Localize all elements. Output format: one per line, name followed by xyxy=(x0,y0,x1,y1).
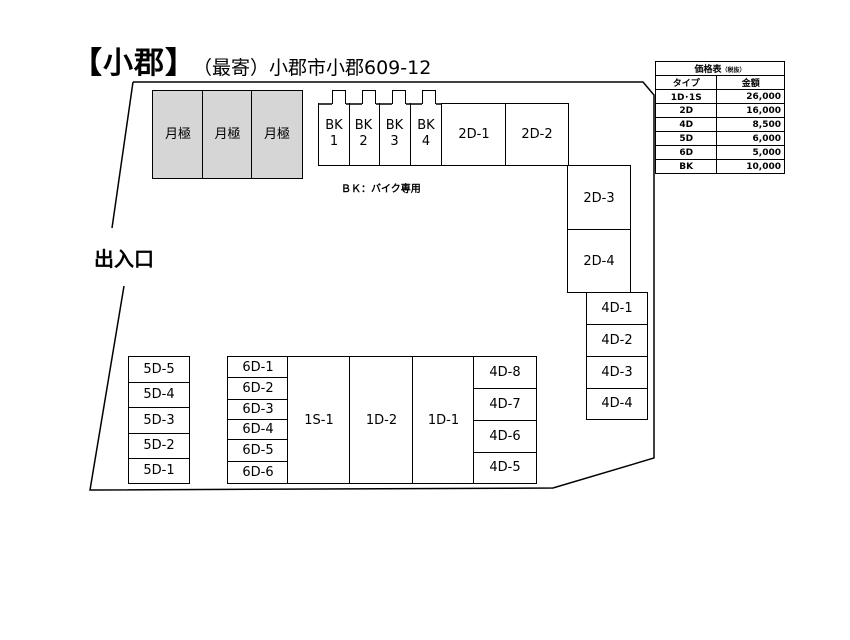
unit-5d-5: 5D-5 xyxy=(129,357,189,383)
unit-1d-2: 1D-2 xyxy=(349,356,414,484)
entrance-label: 出入口 xyxy=(94,247,154,271)
unit-4d-2: 4D-2 xyxy=(587,325,647,357)
price-table: 価格表（税抜） タイプ 金額 1D･1S 26,000 2D 16,000 4D… xyxy=(654,61,785,174)
unit-5d-2: 5D-2 xyxy=(129,434,189,459)
unit-4d-8: 4D-8 xyxy=(474,357,536,389)
bike-notch xyxy=(362,90,376,104)
unit-5d-1: 5D-1 xyxy=(143,463,175,478)
unit-6d-1: 6D-1 xyxy=(228,357,288,378)
page-title: 【小郡】 xyxy=(72,46,196,81)
price-row-type: 4D xyxy=(654,117,718,132)
unit-6d-4: 6D-4 xyxy=(228,420,288,440)
bike-space-number: 1 xyxy=(329,134,339,149)
price-row-type: BK xyxy=(654,159,718,174)
unit-2d-3: 2D-3 xyxy=(567,165,631,231)
unit-4d-5: 4D-5 xyxy=(489,460,521,475)
bike-space-label: BK xyxy=(417,118,435,133)
bike-note: ＢＫ：バイク専用 xyxy=(341,184,421,195)
unit-6d-6: 6D-6 xyxy=(242,464,274,480)
price-row-amount: 16,000 xyxy=(716,103,785,118)
unit-6d-2: 6D-2 xyxy=(228,378,288,400)
bike-space-label: BK xyxy=(325,118,343,133)
price-row-amount: 26,000 xyxy=(716,89,785,104)
unit-4d-7: 4D-7 xyxy=(474,389,536,421)
price-table-caption: 価格表（税抜） xyxy=(655,61,785,76)
bike-notch xyxy=(332,90,346,104)
bike-top-edge xyxy=(319,103,443,105)
unit-6d-5: 6D-5 xyxy=(228,440,288,462)
bike-space-number: 4 xyxy=(421,134,431,149)
unit-5d-3: 5D-3 xyxy=(129,408,189,434)
monthly-space: 月極 xyxy=(251,90,303,179)
price-table-title: 価格表 xyxy=(694,65,722,75)
unit-2d-4: 2D-4 xyxy=(567,229,631,293)
unit-2d-1: 2D-1 xyxy=(441,103,507,166)
unit-1s-1: 1S-1 xyxy=(287,356,351,484)
monthly-space: 月極 xyxy=(152,90,204,179)
monthly-space: 月極 xyxy=(202,90,253,179)
price-row-amount: 10,000 xyxy=(716,159,785,174)
unit-2d-2: 2D-2 xyxy=(505,103,569,166)
price-row-type: 5D xyxy=(654,131,718,146)
unit-column-4d-right: 4D-1 4D-2 4D-3 4D-4 xyxy=(586,292,648,420)
price-header-amount: 金額 xyxy=(716,75,785,90)
unit-column-5d: 5D-5 5D-4 5D-3 5D-2 5D-1 xyxy=(128,356,190,484)
price-row-amount: 6,000 xyxy=(716,131,785,146)
price-row-amount: 5,000 xyxy=(716,145,785,160)
bike-space-3: BK 3 xyxy=(379,103,411,166)
price-row-type: 2D xyxy=(654,103,718,118)
unit-6d-3: 6D-3 xyxy=(228,400,288,420)
price-row-type: 6D xyxy=(654,145,718,160)
address-subtitle: （最寄）小郡市小郡609-12 xyxy=(193,57,432,79)
price-row-amount: 8,500 xyxy=(716,117,785,132)
unit-column-4d-bottom: 4D-8 4D-7 4D-6 4D-5 xyxy=(473,356,537,484)
price-table-tax-note: （税抜） xyxy=(721,67,746,74)
unit-4d-1: 4D-1 xyxy=(587,293,647,325)
bike-space-label: BK xyxy=(354,118,373,133)
bike-space-number: 3 xyxy=(390,134,399,149)
unit-4d-6: 4D-6 xyxy=(474,421,536,453)
bike-space-4: BK 4 xyxy=(410,103,443,166)
price-header-type: タイプ xyxy=(654,75,718,90)
unit-5d-4: 5D-4 xyxy=(129,383,189,408)
unit-4d-3: 4D-3 xyxy=(587,357,647,389)
unit-4d-4: 4D-4 xyxy=(601,396,633,411)
unit-column-6d: 6D-1 6D-2 6D-3 6D-4 6D-5 6D-6 xyxy=(227,356,289,484)
bike-space-label: BK xyxy=(385,118,404,133)
unit-1d-1: 1D-1 xyxy=(412,356,475,484)
bike-space-2: BK 2 xyxy=(348,103,380,166)
bike-space-number: 2 xyxy=(359,134,368,149)
bike-notch xyxy=(392,90,406,104)
price-row-type: 1D･1S xyxy=(654,89,718,104)
bike-space-1: BK 1 xyxy=(318,103,350,166)
bike-notch xyxy=(422,90,436,104)
